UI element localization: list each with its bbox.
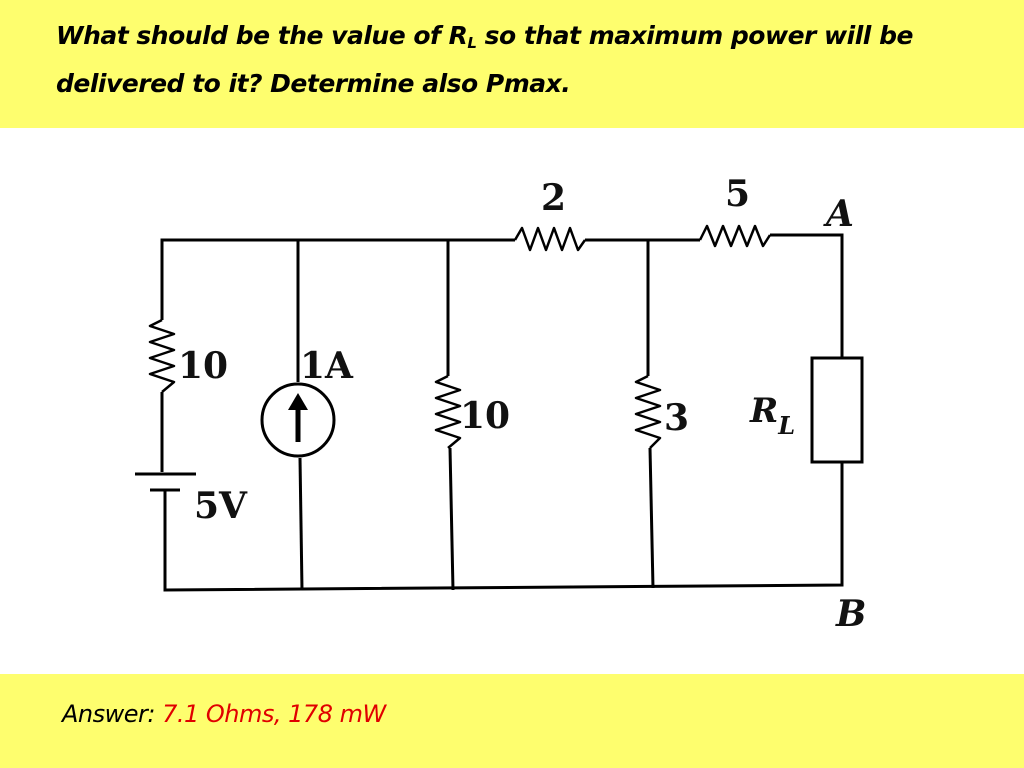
circuit-diagram: 10 1A 5V 10 2 3 5 A RL B [135, 173, 866, 635]
wire-right-bottom [163, 462, 844, 592]
question-text-after: so that maximum power will be delivered … [56, 21, 913, 98]
question-text: What should be the value of RL so that m… [56, 12, 956, 108]
wire-current-source-bottom [298, 457, 304, 591]
question-subscript: L [467, 34, 477, 52]
label-r-top-2: 5 [725, 173, 750, 215]
label-current-source: 1A [300, 345, 354, 387]
resistor-top-2-zigzag-icon [698, 224, 772, 248]
label-r-top-1: 2 [541, 177, 566, 219]
wire-shunt-bottom [648, 447, 655, 589]
battery-icon [135, 472, 196, 492]
resistor-mid-zigzag-icon [434, 374, 462, 449]
label-node-b: B [835, 593, 866, 635]
label-load: RL [749, 391, 795, 440]
label-r-shunt: 3 [664, 397, 689, 439]
wire-mid-branch-bottom [448, 447, 455, 591]
load-resistor-box [810, 356, 864, 464]
wire-right-top [770, 233, 844, 358]
resistor-left-zigzag-icon [148, 318, 176, 393]
question-banner [0, 0, 1024, 128]
answer-value: 7.1 Ohms, 178 mW [162, 700, 386, 728]
question-text-before: What should be the value of R [56, 21, 468, 50]
resistor-shunt-zigzag-icon [634, 374, 662, 449]
answer-text: Answer: 7.1 Ohms, 178 mW [62, 700, 386, 728]
label-r-left: 10 [178, 345, 228, 387]
label-load-main: R [749, 391, 778, 431]
answer-label: Answer: [62, 700, 163, 728]
label-node-a: A [823, 193, 854, 235]
resistor-top-1-zigzag-icon [513, 226, 587, 252]
label-voltage-source: 5V [194, 485, 248, 527]
wire-left-top [160, 238, 515, 320]
current-source-arrow-icon [260, 382, 336, 458]
label-r-mid: 10 [460, 395, 510, 437]
answer-banner [0, 674, 1024, 768]
label-load-sub: L [777, 411, 795, 440]
